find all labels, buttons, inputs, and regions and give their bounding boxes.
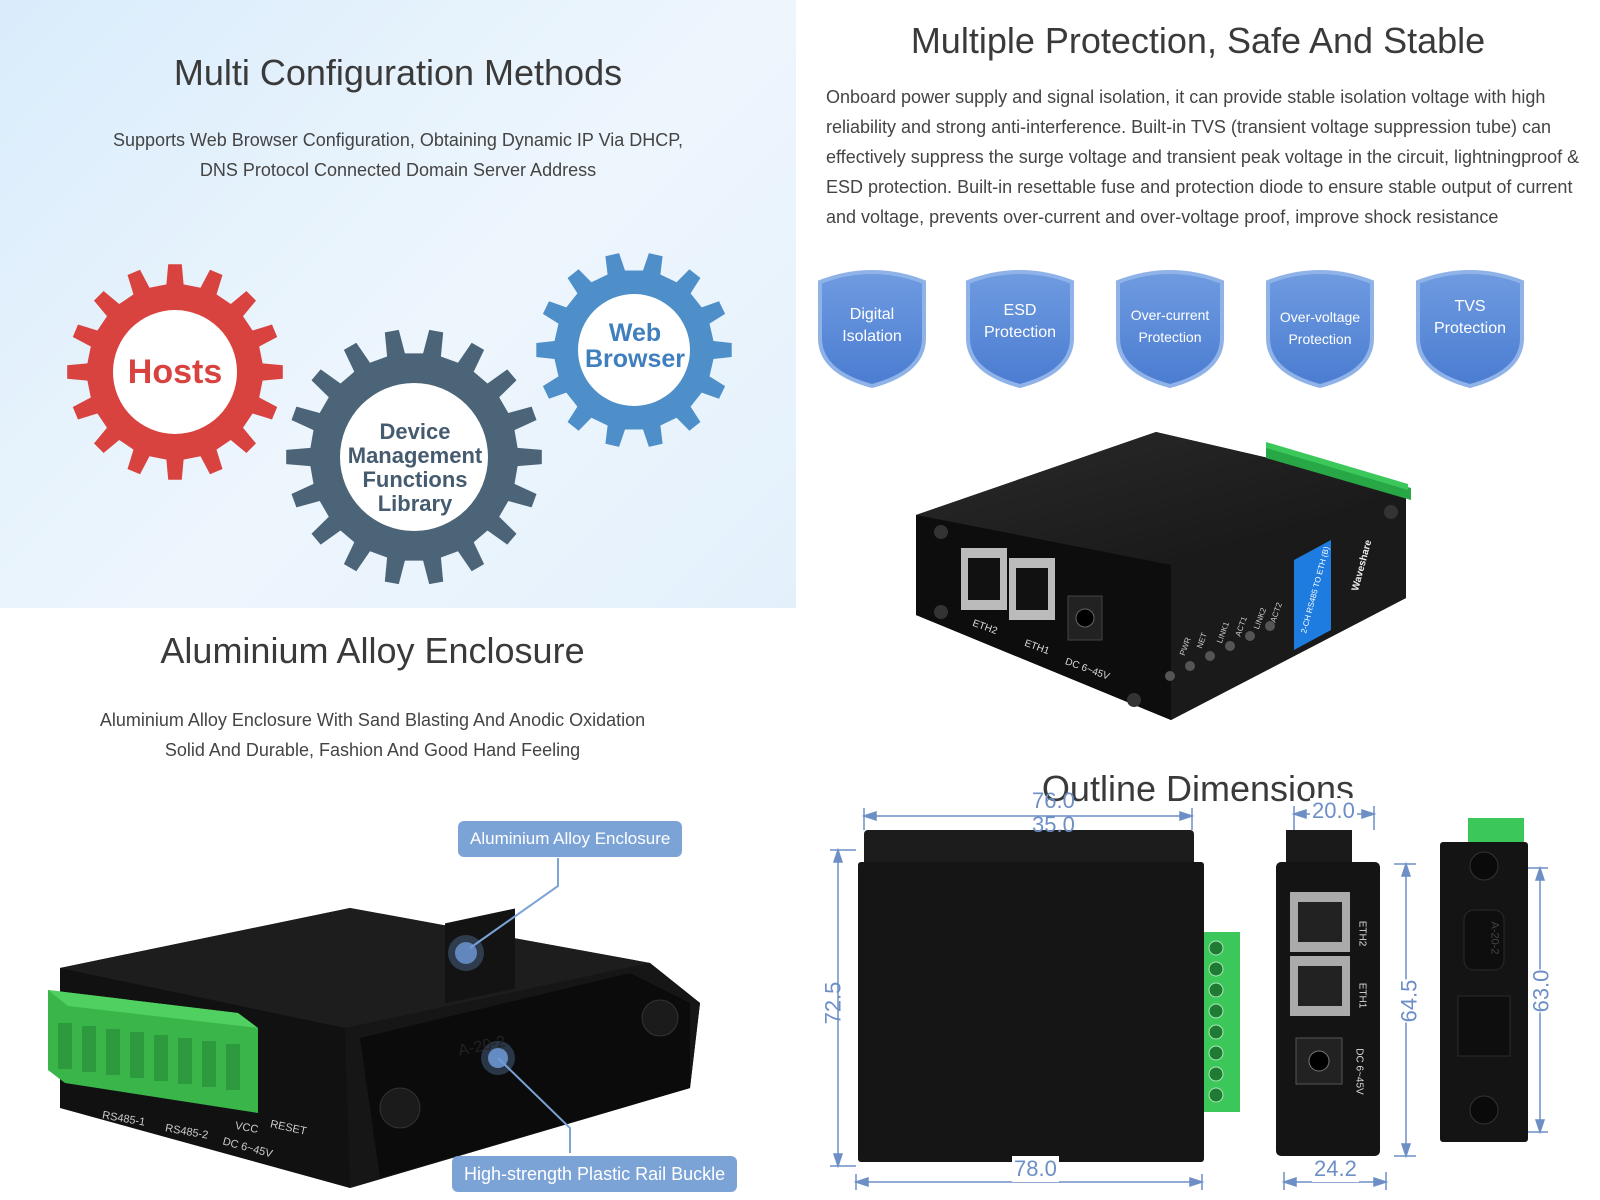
gear-label-device: Device Management Functions Library — [347, 419, 483, 516]
dims-title: Outline Dimensions — [1041, 768, 1355, 809]
terminal-screw — [1208, 1024, 1224, 1040]
side-label-eth2: ETH2 — [1356, 920, 1368, 947]
led-label-link1: LINK1 — [1215, 620, 1232, 645]
alloy-panel: Aluminium Alloy Enclosure Aluminium Allo… — [0, 608, 796, 1200]
terminal-slot — [154, 1035, 168, 1081]
alloy-desc-line2: Solid And Durable, Fashion And Good Hand… — [164, 740, 581, 760]
led-indicator — [1245, 631, 1255, 641]
protection-graphics — [818, 270, 1524, 720]
terminal-screw — [1208, 1003, 1224, 1019]
led-indicator — [1165, 671, 1175, 681]
terminal-screw — [1208, 940, 1224, 956]
device-front-view — [916, 432, 1411, 720]
terminal-slot — [106, 1029, 120, 1075]
dims-drawing — [830, 806, 1548, 1190]
shield-icon — [1416, 270, 1524, 389]
gears-graphic — [67, 253, 732, 585]
dim-width-total: 76.0 — [1032, 788, 1075, 813]
dim-side-height: 64.5 — [1396, 979, 1423, 1023]
led-indicator — [1205, 651, 1215, 661]
dim-rail-width: 35.0 — [1032, 812, 1075, 837]
gear-label-web: Web Browser — [584, 319, 686, 373]
dim-side-width-top: 20.0 — [1310, 798, 1357, 824]
back-clip-label: A-20-2 — [1488, 921, 1501, 955]
side-label-dc: DC 6~45V — [1353, 1048, 1365, 1095]
led-label-net: NET — [1195, 631, 1209, 650]
config-panel: Multi Configuration Methods Supports Web… — [0, 0, 796, 608]
gear-label-hosts: Hosts — [127, 353, 223, 391]
terminal-slot — [82, 1026, 96, 1072]
led-labels: PWR NET LINK1 ACT1 LINK2 ACT2 — [1176, 601, 1286, 660]
protection-desc: Onboard power supply and signal isolatio… — [826, 87, 1580, 227]
callout-rail-buckle: High-strength Plastic Rail Buckle — [452, 1156, 738, 1192]
dim-base-width: 78.0 — [1012, 1156, 1059, 1182]
dimensions-panel: Outline Dimensions — [796, 760, 1600, 1200]
terminal-slot — [226, 1044, 240, 1090]
dim-side-width-bottom: 24.2 — [1312, 1156, 1359, 1182]
web-gear-icon — [536, 253, 732, 447]
alloy-device-graphic — [48, 858, 700, 1188]
terminal-slot — [130, 1032, 144, 1078]
hosts-gear-icon — [67, 264, 283, 480]
terminal-slot — [178, 1038, 192, 1084]
terminal-screw — [1208, 1045, 1224, 1061]
protection-panel: Multiple Protection, Safe And Stable Onb… — [796, 0, 1600, 760]
terminal-slot — [58, 1023, 72, 1069]
led-indicator — [1265, 621, 1275, 631]
terminal-screw — [1208, 1087, 1224, 1103]
terminal-slot — [202, 1041, 216, 1087]
led-label-pwr: PWR — [1177, 636, 1193, 657]
alloy-desc-line1: Aluminium Alloy Enclosure With Sand Blas… — [99, 710, 646, 730]
shield-icon — [966, 270, 1074, 389]
device-gear-icon — [286, 329, 542, 585]
callout-enclosure: Aluminium Alloy Enclosure — [458, 821, 683, 857]
shield-icon — [1266, 270, 1374, 389]
terminal-screw — [1208, 982, 1224, 998]
led-indicator — [1185, 661, 1195, 671]
config-desc-line1: Supports Web Browser Configuration, Obta… — [113, 130, 683, 150]
terminal-screw — [1208, 961, 1224, 977]
shield-icon — [1116, 270, 1224, 389]
dim-back-height: 63.0 — [1528, 969, 1555, 1013]
config-title: Multi Configuration Methods — [173, 52, 623, 93]
terminal-screw — [1208, 1066, 1224, 1082]
led-indicator — [1225, 641, 1235, 651]
side-label-eth1: ETH1 — [1356, 982, 1368, 1009]
protection-title: Multiple Protection, Safe And Stable — [910, 20, 1486, 61]
alloy-title: Aluminium Alloy Enclosure — [160, 630, 585, 671]
dim-front-height: 72.5 — [820, 981, 846, 1025]
shield-icon — [818, 270, 926, 389]
config-desc-line2: DNS Protocol Connected Domain Server Add… — [199, 160, 597, 180]
